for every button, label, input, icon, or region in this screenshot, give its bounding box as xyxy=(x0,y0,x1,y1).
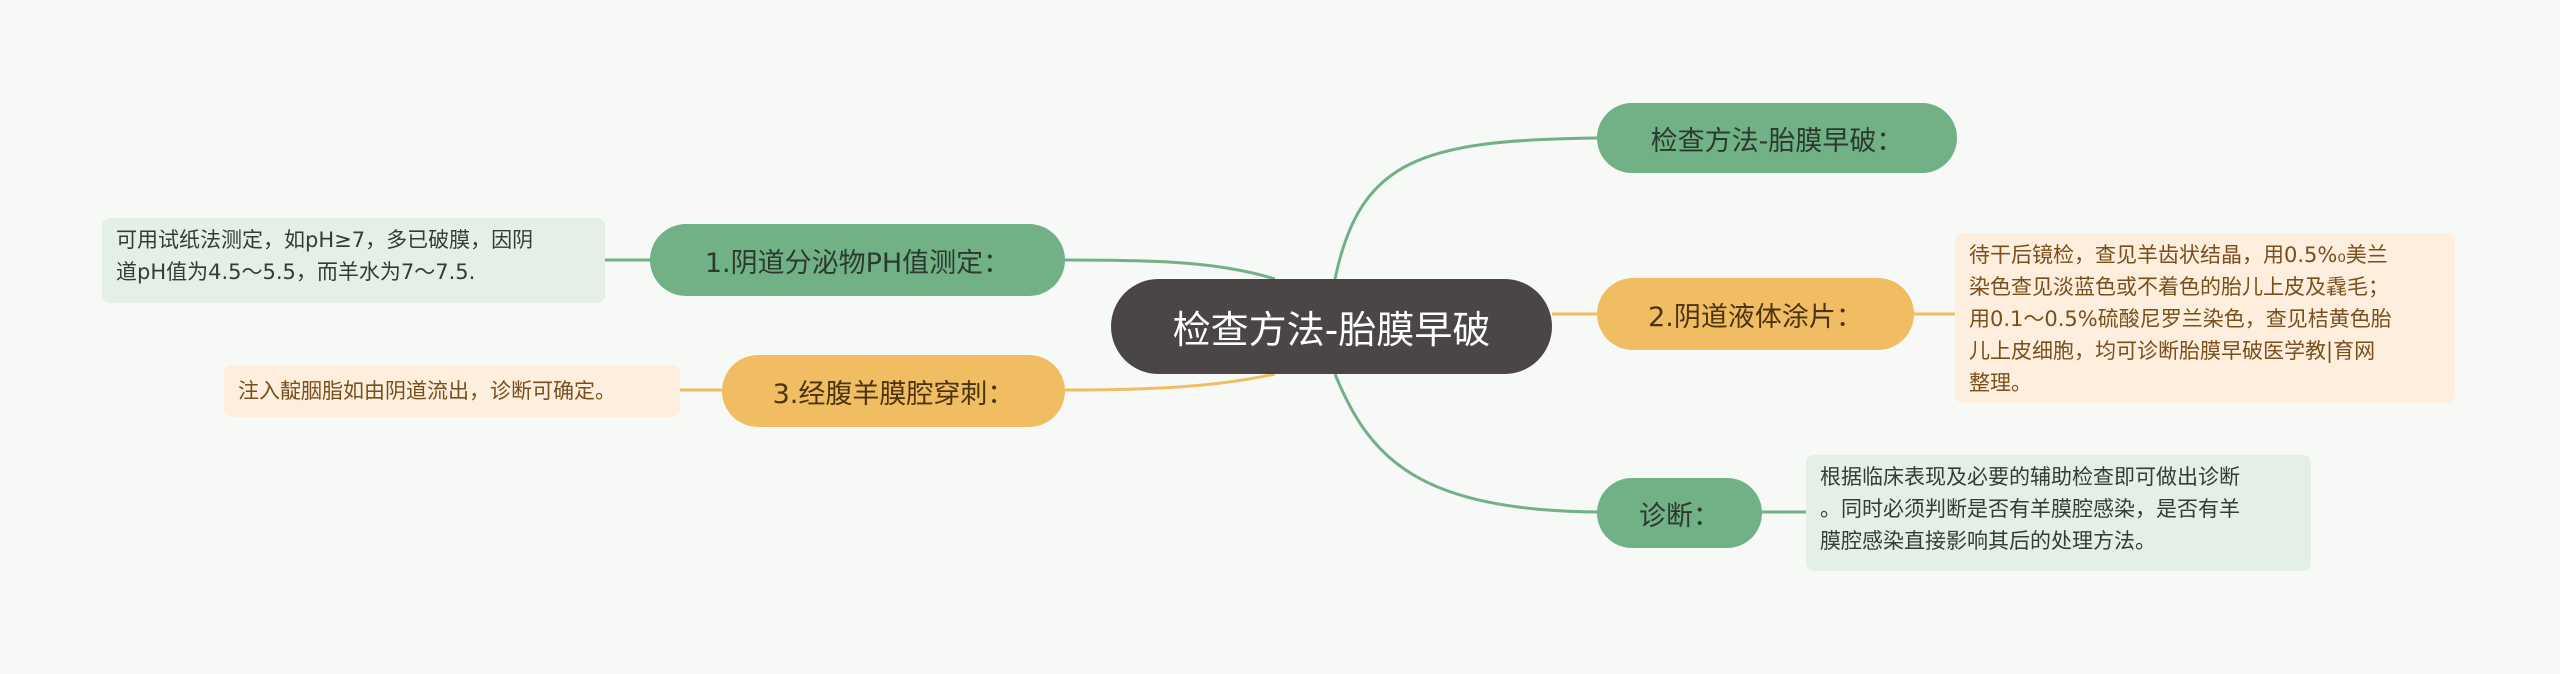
note-diagnosis: 根据临床表现及必要的辅助检查即可做出诊断 。同时必须判断是否有羊膜腔感染，是否有… xyxy=(1806,455,2311,571)
link-root-to-diagnosis xyxy=(1333,373,1598,514)
note-line: 膜腔感染直接影响其后的处理方法。 xyxy=(1820,529,2156,553)
root-topic[interactable]: 检查方法-胎膜早破 xyxy=(1111,279,1552,374)
branch-vaginal-smear-label: 2.阴道液体涂片： xyxy=(1648,301,1863,333)
note-vaginal-smear: 待干后镜检，查见羊齿状结晶，用0.5%₀美兰 染色查见淡蓝色或不着色的胎儿上皮及… xyxy=(1955,233,2455,403)
branch-diagnosis[interactable]: 诊断： xyxy=(1597,478,1762,548)
branch-amniocentesis[interactable]: 3.经腹羊膜腔穿刺： xyxy=(722,355,1065,427)
note-line: 注入靛胭脂如由阴道流出，诊断可确定。 xyxy=(238,379,616,403)
note-line: 儿上皮细胞，均可诊断胎膜早破医学教|育网 xyxy=(1969,339,2376,363)
link-root-to-ph xyxy=(1064,258,1276,281)
note-line: 根据临床表现及必要的辅助检查即可做出诊断 xyxy=(1820,465,2240,489)
note-line: 用0.1～0.5%硫酸尼罗兰染色，查见桔黄色胎 xyxy=(1969,307,2392,331)
link-root-to-puncture xyxy=(1064,372,1276,392)
note-line: 可用试纸法测定，如pH≥7，多已破膜，因阴 xyxy=(116,228,534,252)
link-root-to-detection xyxy=(1333,136,1598,280)
note-line: 。同时必须判断是否有羊膜腔感染，是否有羊 xyxy=(1820,497,2240,521)
branch-amniocentesis-label: 3.经腹羊膜腔穿刺： xyxy=(772,378,1015,410)
note-ph-test: 可用试纸法测定，如pH≥7，多已破膜，因阴 道pH值为4.5～5.5，而羊水为7… xyxy=(102,218,605,303)
branch-ph-test-label: 1.阴道分泌物PH值测定： xyxy=(704,247,1011,279)
note-line: 染色查见淡蓝色或不着色的胎儿上皮及毳毛； xyxy=(1969,275,2389,299)
branch-ph-test[interactable]: 1.阴道分泌物PH值测定： xyxy=(650,224,1065,296)
branch-vaginal-smear[interactable]: 2.阴道液体涂片： xyxy=(1597,278,1914,350)
branch-diagnosis-label: 诊断： xyxy=(1639,500,1720,532)
note-amniocentesis: 注入靛胭脂如由阴道流出，诊断可确定。 xyxy=(224,365,680,417)
note-line: 道pH值为4.5～5.5，而羊水为7～7.5. xyxy=(116,260,476,284)
branch-detection-methods-label: 检查方法-胎膜早破： xyxy=(1650,125,1904,157)
note-line: 待干后镜检，查见羊齿状结晶，用0.5%₀美兰 xyxy=(1969,243,2388,267)
note-line: 整理。 xyxy=(1969,371,2032,395)
branch-detection-methods[interactable]: 检查方法-胎膜早破： xyxy=(1597,103,1957,173)
root-topic-label: 检查方法-胎膜早破 xyxy=(1172,308,1491,352)
